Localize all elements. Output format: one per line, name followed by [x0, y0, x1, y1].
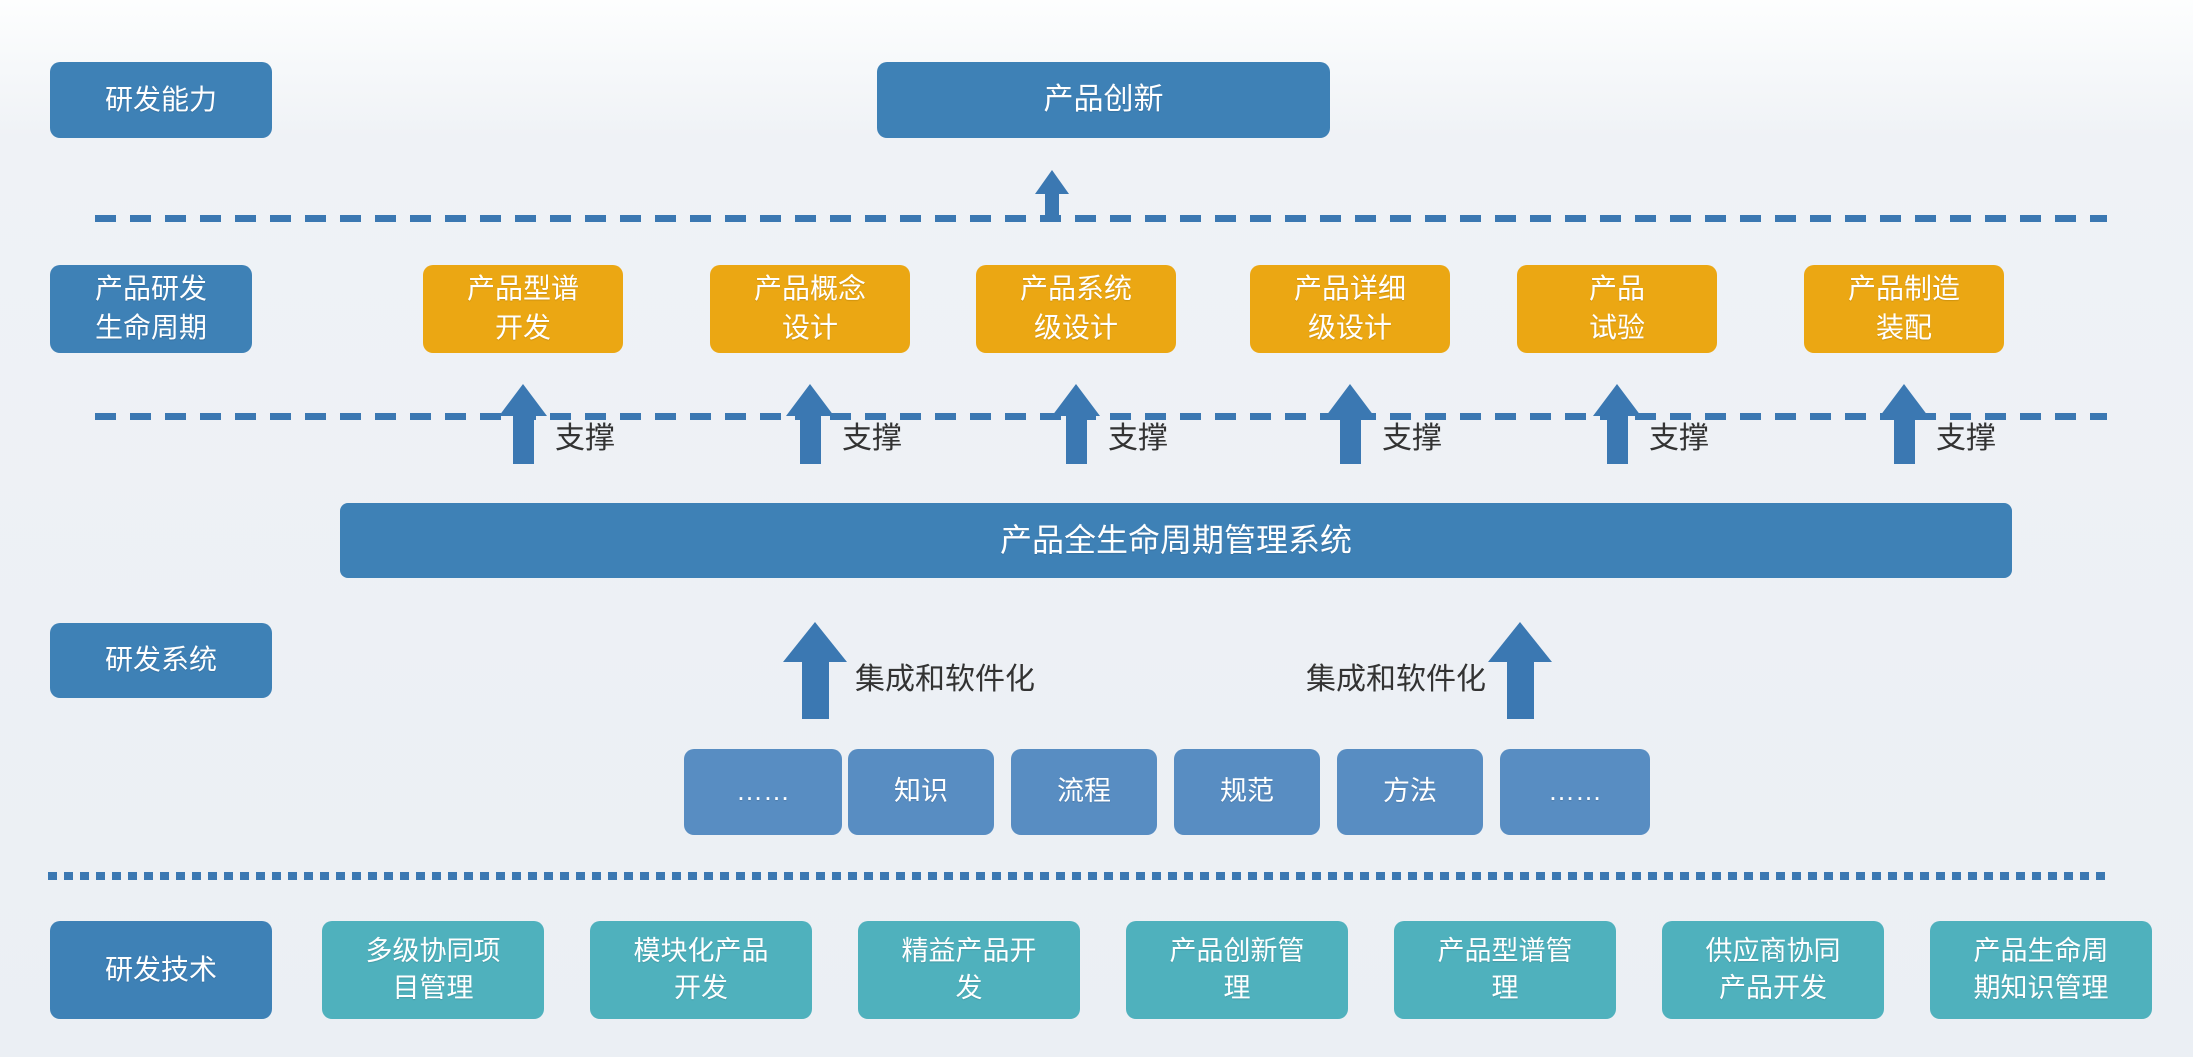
- arrow-shaft: [799, 416, 821, 464]
- stage-box: 产品制造 装配: [1804, 265, 2004, 353]
- technology-box: 供应商协同 产品开发: [1662, 921, 1884, 1019]
- technology-box: 产品创新管 理: [1126, 921, 1348, 1019]
- support-arrow-icon: [1593, 384, 1641, 464]
- technology-box: 产品生命周 期知识管理: [1930, 921, 2152, 1019]
- support-label: 支撑: [1382, 422, 1442, 455]
- technology-box: 模块化产品 开发: [590, 921, 812, 1019]
- system-element-box: 知识: [848, 749, 994, 835]
- support-arrow-icon: [1880, 384, 1928, 464]
- system-element-box: ……: [1500, 749, 1650, 835]
- integration-label: 集成和软件化: [1306, 663, 1486, 696]
- arrow-head: [1880, 384, 1928, 416]
- capability-row-label: 研发能力: [50, 62, 272, 138]
- dashed-divider-middle: [95, 413, 2107, 420]
- system-row-label: 研发系统: [50, 623, 272, 698]
- support-arrow-icon: [1052, 384, 1100, 464]
- arrow-head: [786, 384, 834, 416]
- system-element-box: 流程: [1011, 749, 1157, 835]
- system-element-box: 规范: [1174, 749, 1320, 835]
- support-label: 支撑: [842, 422, 902, 455]
- support-arrow-icon: [1326, 384, 1374, 464]
- support-label: 支撑: [555, 422, 615, 455]
- arrow-head: [1035, 170, 1069, 194]
- arrow-shaft: [1339, 416, 1361, 464]
- arrow-head: [499, 384, 547, 416]
- support-label: 支撑: [1649, 422, 1709, 455]
- arrow-head: [1593, 384, 1641, 416]
- lifecycle-row-label: 产品研发 生命周期: [50, 265, 252, 353]
- arrow-shaft: [1606, 416, 1628, 464]
- integration-label: 集成和软件化: [855, 663, 1035, 696]
- arrow-head: [1488, 622, 1552, 662]
- plm-system-banner: 产品全生命周期管理系统: [340, 503, 2012, 578]
- stage-box: 产品 试验: [1517, 265, 1717, 353]
- arrow-head: [783, 622, 847, 662]
- technology-box: 精益产品开 发: [858, 921, 1080, 1019]
- support-label: 支撑: [1936, 422, 1996, 455]
- product-innovation-box: 产品创新: [877, 62, 1330, 138]
- technology-box: 多级协同项 目管理: [322, 921, 544, 1019]
- arrow-shaft: [1065, 416, 1087, 464]
- technology-row-label: 研发技术: [50, 921, 272, 1019]
- stage-box: 产品系统 级设计: [976, 265, 1176, 353]
- dashed-divider-top: [95, 215, 2107, 222]
- technology-box: 产品型谱管 理: [1394, 921, 1616, 1019]
- system-element-box: 方法: [1337, 749, 1483, 835]
- arrow-head: [1326, 384, 1374, 416]
- support-arrow-icon: [786, 384, 834, 464]
- system-element-box: ……: [684, 749, 842, 835]
- stage-box: 产品详细 级设计: [1250, 265, 1450, 353]
- stage-box: 产品概念 设计: [710, 265, 910, 353]
- arrow-head: [1052, 384, 1100, 416]
- arrow-shaft: [512, 416, 534, 464]
- integration-arrow-icon: [1488, 622, 1552, 719]
- arrow-shaft: [1506, 662, 1534, 719]
- arrow-shaft: [1893, 416, 1915, 464]
- integration-arrow-icon: [783, 622, 847, 719]
- arrow-shaft: [801, 662, 829, 719]
- dotted-divider-bottom: [48, 872, 2110, 880]
- support-label: 支撑: [1108, 422, 1168, 455]
- support-arrow-icon: [499, 384, 547, 464]
- arrow-shaft: [1045, 194, 1059, 216]
- up-arrow-icon: [1035, 170, 1069, 216]
- stage-box: 产品型谱 开发: [423, 265, 623, 353]
